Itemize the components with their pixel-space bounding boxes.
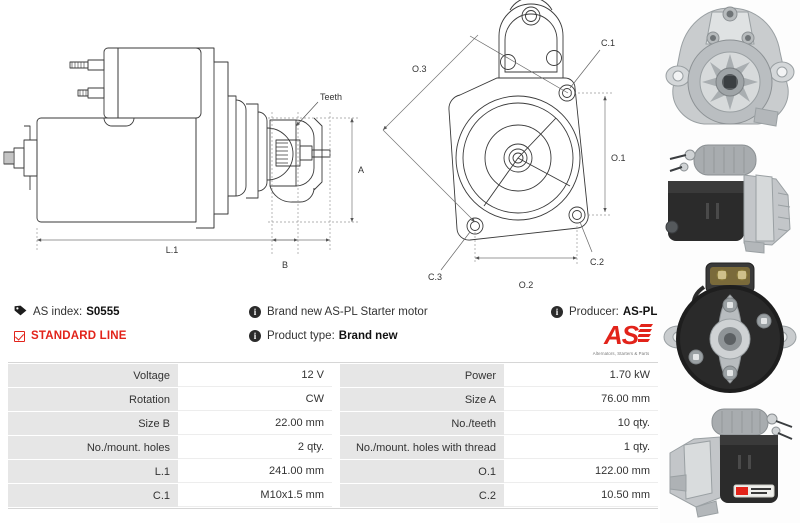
- tag-icon: [14, 305, 27, 319]
- dimension-label-o1: O.1: [611, 153, 626, 163]
- spec-label: No./mount. holes: [8, 436, 178, 459]
- spec-label: No./mount. holes with thread: [340, 436, 504, 459]
- spec-value: 12 V: [178, 364, 332, 387]
- logo-speed-lines-icon: [638, 324, 654, 342]
- info-column-left: AS index: S0555 STANDARD LINE: [14, 300, 127, 348]
- spec-label: Voltage: [8, 364, 178, 387]
- technical-drawings: L.1 B A Teeth: [0, 0, 660, 292]
- producer-row: i Producer: AS-PL: [551, 300, 657, 324]
- dimension-label-c1: C.1: [601, 38, 615, 48]
- spec-value: 10.50 mm: [504, 484, 658, 507]
- standard-line-label: STANDARD LINE: [31, 330, 127, 342]
- dimension-label-b: B: [282, 260, 288, 270]
- starter-drive-end-front-photo[interactable]: [660, 0, 800, 133]
- table-row: No./mount. holes 2 qty. No./mount. holes…: [8, 436, 658, 459]
- as-logo-tagline: Alternators, Starters & Parts: [592, 351, 650, 356]
- as-index-row: AS index: S0555: [14, 300, 127, 324]
- spec-label: No./teeth: [340, 412, 504, 435]
- as-index-value: S0555: [86, 306, 120, 318]
- spec-value: 22.00 mm: [178, 412, 332, 435]
- spec-value: 122.00 mm: [504, 460, 658, 483]
- drawings-svg: L.1 B A Teeth: [3, 0, 626, 290]
- producer-value: AS-PL: [622, 306, 658, 318]
- info-icon: i: [249, 306, 261, 318]
- spec-label: Size A: [340, 388, 504, 411]
- dimension-label-o2: O.2: [519, 280, 534, 290]
- product-description: Brand new AS-PL Starter motor: [267, 306, 428, 318]
- table-row: Size B 22.00 mm No./teeth 10 qty.: [8, 412, 658, 435]
- spec-table: Voltage 12 V Power 1.70 kW Rotation CW S…: [8, 363, 658, 508]
- table-row: L.1 241.00 mm O.1 122.00 mm: [8, 460, 658, 483]
- dimension-label-o3: O.3: [412, 64, 427, 74]
- info-icon: i: [551, 306, 563, 318]
- info-column-right: i Producer: AS-PL: [551, 300, 657, 324]
- product-type-value: Brand new: [338, 330, 398, 342]
- spec-value: 76.00 mm: [504, 388, 658, 411]
- column-gap: [332, 412, 340, 435]
- starter-side-view-photo[interactable]: [660, 133, 800, 261]
- dimension-label-a: A: [358, 165, 364, 175]
- column-gap: [332, 364, 340, 387]
- product-description-row: i Brand new AS-PL Starter motor: [249, 300, 428, 324]
- producer-label: Producer:: [569, 306, 619, 318]
- product-type-row: i Product type: Brand new: [249, 324, 428, 348]
- spec-value: M10x1.5 mm: [178, 484, 332, 507]
- spec-value: 10 qty.: [504, 412, 658, 435]
- as-logo-mark: AS: [603, 320, 639, 350]
- standard-line-row: STANDARD LINE: [14, 324, 127, 348]
- spec-label: L.1: [8, 460, 178, 483]
- as-pl-logo: AS Alternators, Starters & Parts: [585, 322, 657, 356]
- dimension-label-l1: L.1: [166, 245, 179, 255]
- spec-value: 2 qty.: [178, 436, 332, 459]
- spec-label: Power: [340, 364, 504, 387]
- as-index-label: AS index:: [33, 306, 83, 318]
- table-row: C.1 M10x1.5 mm C.2 10.50 mm: [8, 484, 658, 507]
- spec-label: C.1: [8, 484, 178, 507]
- spec-value: 1.70 kW: [504, 364, 658, 387]
- product-photo-gallery: [660, 0, 800, 523]
- spec-label: O.1: [340, 460, 504, 483]
- table-row: Rotation CW Size A 76.00 mm: [8, 388, 658, 411]
- info-icon: i: [249, 330, 261, 342]
- spec-table-body: Voltage 12 V Power 1.70 kW Rotation CW S…: [8, 364, 658, 507]
- callout-label-teeth: Teeth: [320, 92, 342, 102]
- spec-value: 1 qty.: [504, 436, 658, 459]
- spec-label: Size B: [8, 412, 178, 435]
- spec-value: 241.00 mm: [178, 460, 332, 483]
- table-row: Voltage 12 V Power 1.70 kW: [8, 364, 658, 387]
- column-gap: [332, 436, 340, 459]
- column-gap: [332, 388, 340, 411]
- spec-value: CW: [178, 388, 332, 411]
- column-gap: [332, 484, 340, 507]
- spec-label: C.2: [340, 484, 504, 507]
- dimension-label-c3: C.3: [428, 272, 442, 282]
- column-gap: [332, 460, 340, 483]
- starter-angled-view-photo[interactable]: [660, 401, 800, 523]
- starter-commutator-end-photo[interactable]: [660, 261, 800, 401]
- dimension-label-c2: C.2: [590, 257, 604, 267]
- product-info-bar: AS index: S0555 STANDARD LINE i Brand ne…: [0, 296, 660, 358]
- spec-label: Rotation: [8, 388, 178, 411]
- info-column-middle: i Brand new AS-PL Starter motor i Produc…: [249, 300, 428, 348]
- specification-table: Voltage 12 V Power 1.70 kW Rotation CW S…: [8, 362, 658, 509]
- product-type-label: Product type:: [267, 330, 335, 342]
- checkbox-checked-icon: [14, 330, 25, 342]
